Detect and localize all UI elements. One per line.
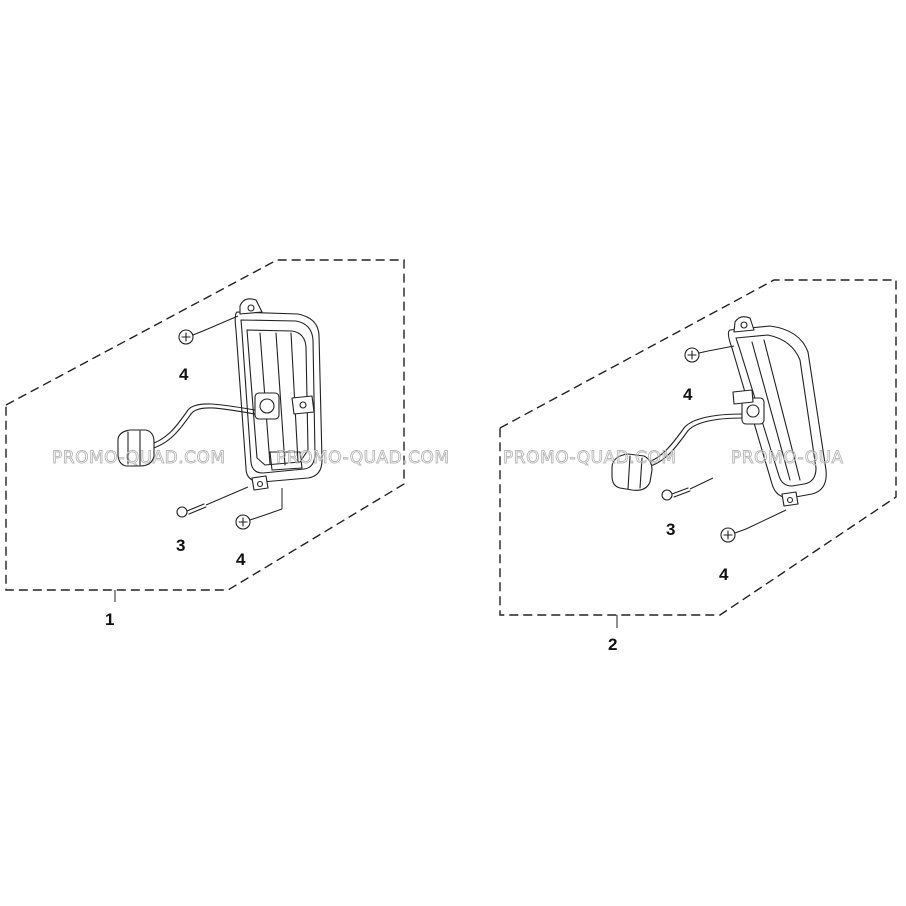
assembly-1: 1 xyxy=(5,259,405,629)
callout-4-top: 4 xyxy=(179,365,189,384)
callout-3: 3 xyxy=(666,520,675,539)
watermark-text: PROMO-QUAD.COM xyxy=(276,448,450,468)
assembly-2-boundary xyxy=(499,279,897,616)
watermark-text: PROMO-QUAD.COM xyxy=(503,448,677,468)
assembly-2: 2 4 xyxy=(499,279,897,654)
screw-icon xyxy=(176,503,207,518)
assembly-1-boundary xyxy=(5,259,405,591)
screw-icon xyxy=(178,329,204,345)
callout-4-top: 4 xyxy=(683,385,693,404)
screw-icon xyxy=(235,514,263,530)
lamp-housing-1 xyxy=(234,298,323,491)
watermark-text: PROMO-QUAD.COM xyxy=(52,448,226,468)
callout-4-bottom: 4 xyxy=(719,565,729,584)
wire-harness-2 xyxy=(647,413,743,463)
callout-4-bottom: 4 xyxy=(236,550,246,569)
screw-icon xyxy=(720,527,747,543)
watermark: PROMO-QUAD.COM PROMO-QUAD.COM PROMO-QUAD… xyxy=(52,448,844,469)
assembly-1-label: 1 xyxy=(105,610,114,629)
callout-3: 3 xyxy=(176,536,185,555)
assembly-2-label: 2 xyxy=(608,635,617,654)
screw-icon xyxy=(684,347,709,363)
bulb-plug-1 xyxy=(117,429,155,467)
lamp-housing-2 xyxy=(727,316,827,507)
bulb-plug-2 xyxy=(611,453,653,491)
watermark-text: PROMO-QUA xyxy=(731,448,844,468)
wire-harness-1 xyxy=(147,403,256,446)
screw-icon xyxy=(661,487,691,501)
